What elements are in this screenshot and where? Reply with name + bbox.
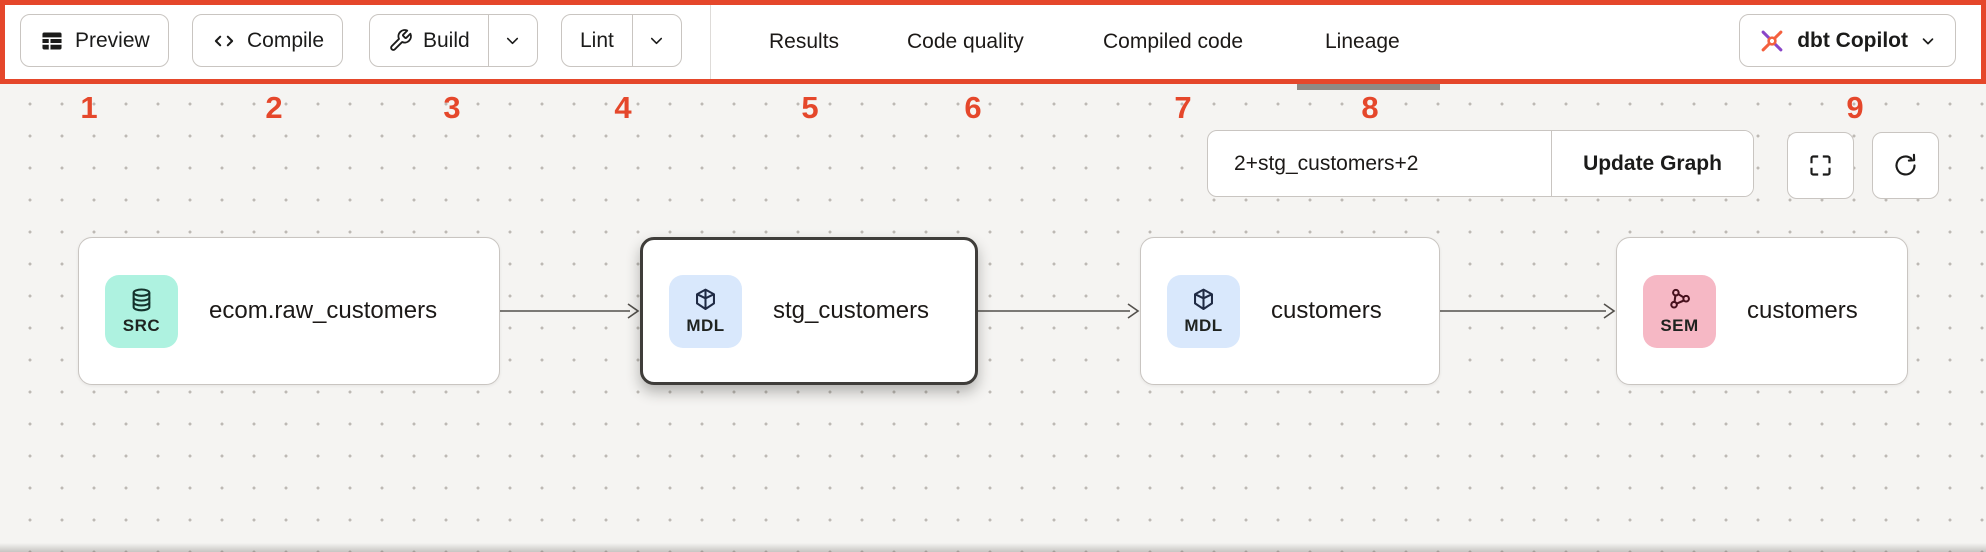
fullscreen-button[interactable]: [1787, 132, 1854, 199]
cube-icon: [1194, 288, 1213, 310]
chevron-down-icon: [651, 37, 663, 45]
annotation-number-4: 4: [614, 90, 632, 125]
lineage-node-stg-customers[interactable]: MDL stg_customers: [640, 237, 978, 385]
network-icon: [1670, 288, 1690, 309]
annotation-number-6: 6: [964, 90, 982, 125]
node-label: ecom.raw_customers: [209, 297, 438, 324]
compile-button[interactable]: Compile: [192, 14, 344, 67]
annotation-number-8: 8: [1361, 90, 1379, 125]
lint-dropdown-toggle[interactable]: [631, 15, 681, 66]
lineage-selector: Update Graph: [1207, 130, 1754, 197]
node-label: customers: [1747, 297, 1858, 324]
code-icon: [214, 35, 234, 46]
fullscreen-icon: [1810, 155, 1831, 176]
tab-results[interactable]: Results: [769, 30, 840, 53]
badge-label: SEM: [1660, 316, 1699, 335]
cube-icon: [696, 288, 715, 310]
annotation-number-2: 2: [265, 90, 283, 125]
badge-label: SRC: [122, 316, 161, 335]
annotation-number-7: 7: [1174, 90, 1192, 125]
build-dropdown-toggle[interactable]: [487, 15, 537, 66]
compile-label: Compile: [247, 28, 325, 52]
dbt-copilot-button[interactable]: dbt Copilot: [1739, 14, 1956, 67]
lineage-node-customers-semantic[interactable]: SEM customers: [1616, 237, 1908, 385]
badge-label: MDL: [1184, 316, 1223, 335]
annotation-number-9: 9: [1846, 90, 1864, 125]
model-badge: MDL: [1167, 274, 1240, 348]
annotation-number-1: 1: [80, 90, 98, 125]
semantic-badge: SEM: [1643, 274, 1716, 348]
dbt-logo-icon: [1761, 30, 1783, 51]
build-label: Build: [423, 28, 470, 52]
table-icon: [42, 32, 62, 49]
node-label: customers: [1271, 297, 1382, 324]
annotation-number-3: 3: [443, 90, 461, 125]
annotation-number-5: 5: [801, 90, 819, 125]
preview-label: Preview: [75, 28, 150, 52]
chevron-down-icon: [507, 37, 519, 45]
tab-code-quality[interactable]: Code quality: [907, 30, 1024, 53]
ide-toolbar: Preview Compile B: [0, 0, 1986, 84]
lint-label: Lint: [580, 28, 614, 52]
copilot-label: dbt Copilot: [1797, 28, 1908, 52]
edge-src-to-stg: [500, 303, 640, 319]
selector-divider: [1551, 131, 1552, 196]
toolbar-pane-divider: [710, 5, 711, 79]
lineage-node-raw-customers[interactable]: SRC ecom.raw_customers: [78, 237, 500, 385]
badge-label: MDL: [686, 316, 725, 335]
wrench-icon: [390, 29, 412, 51]
lineage-selector-input[interactable]: [1208, 131, 1551, 196]
lint-button[interactable]: Lint: [561, 14, 682, 67]
edge-customers-to-sem: [1440, 303, 1616, 319]
tab-lineage[interactable]: Lineage: [1325, 30, 1400, 53]
database-icon: [132, 288, 151, 312]
lineage-node-customers-model[interactable]: MDL customers: [1140, 237, 1440, 385]
window-bottom-shadow: [0, 543, 1986, 552]
active-tab-underline: [1297, 79, 1440, 90]
tab-compiled-code[interactable]: Compiled code: [1103, 30, 1244, 53]
node-label: stg_customers: [773, 297, 930, 324]
model-badge: MDL: [669, 274, 742, 348]
refresh-button[interactable]: [1872, 132, 1939, 199]
preview-button[interactable]: Preview: [20, 14, 169, 67]
update-graph-button[interactable]: Update Graph: [1552, 131, 1753, 196]
source-badge: SRC: [105, 274, 178, 348]
build-button[interactable]: Build: [369, 14, 538, 67]
chevron-down-icon: [1922, 37, 1934, 44]
refresh-icon: [1895, 153, 1916, 176]
edge-stg-to-customers: [978, 303, 1140, 319]
